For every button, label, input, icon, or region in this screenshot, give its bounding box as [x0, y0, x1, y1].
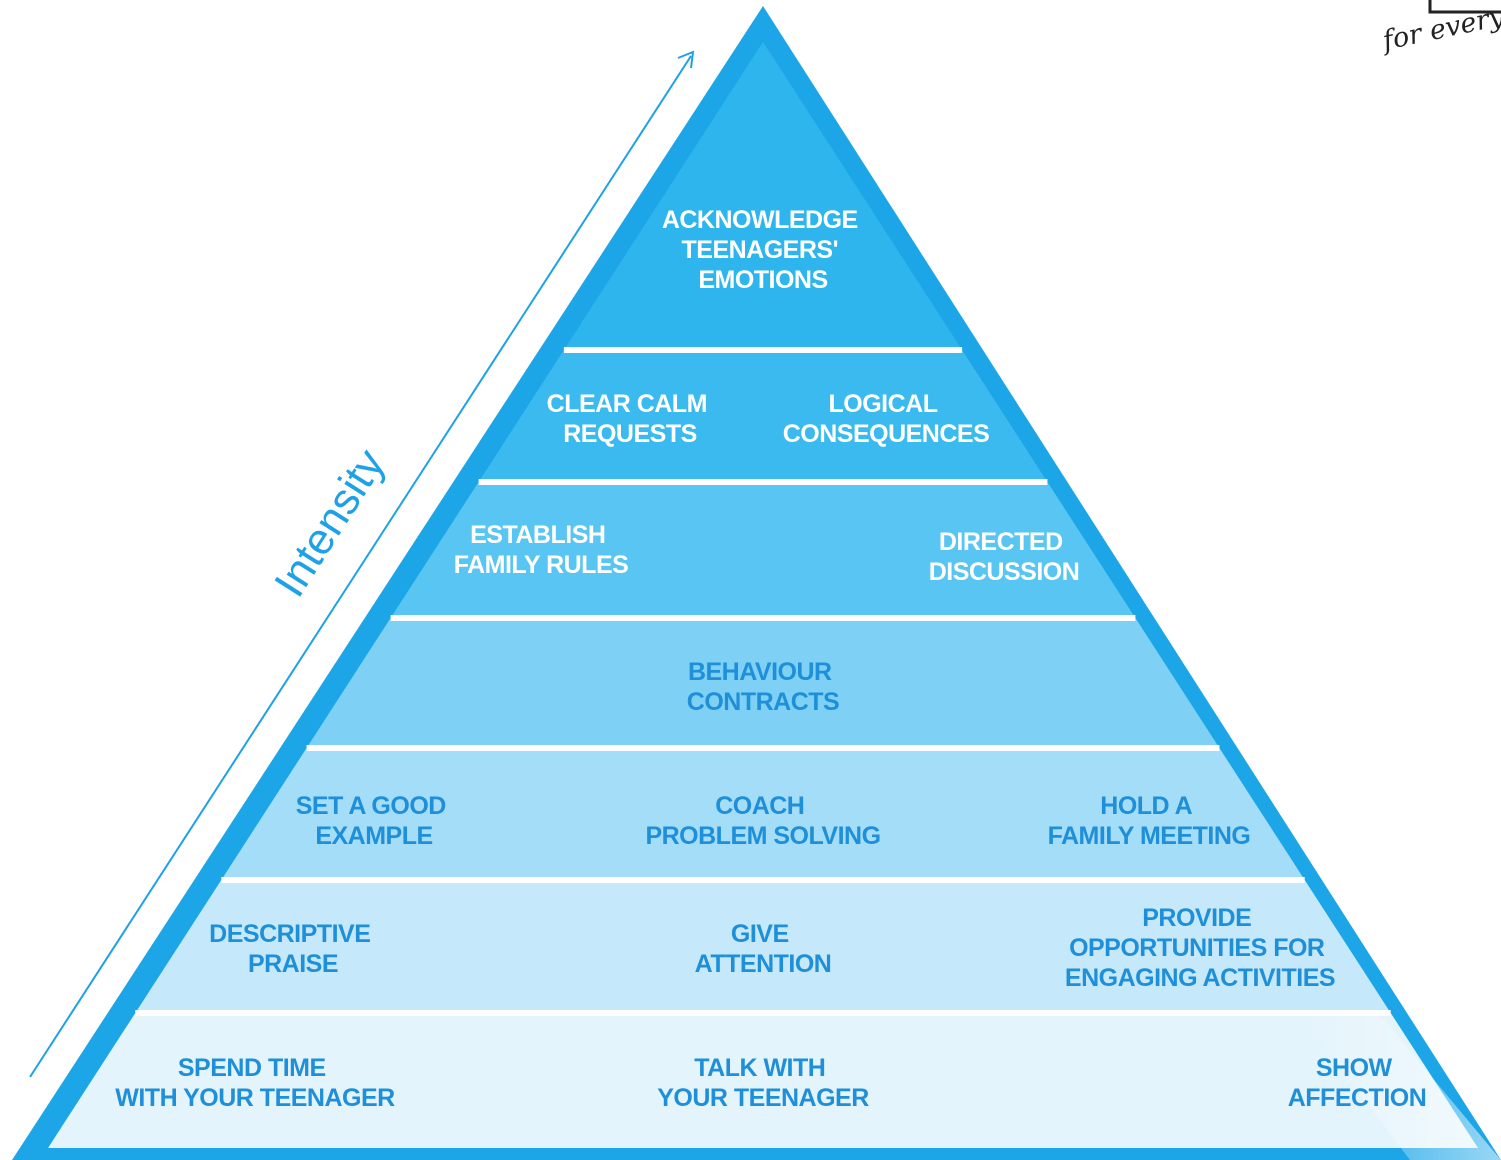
label-spend-time-with-your-teenager: SPEND TIME WITH YOUR TEENAGER — [115, 1054, 395, 1112]
intensity-arrow-head — [677, 50, 695, 69]
label-behaviour-contracts: BEHAVIOUR CONTRACTS — [687, 658, 839, 716]
pyramid-edge-highlight — [1300, 1015, 1501, 1160]
tier-3-band — [390, 482, 1136, 618]
label-coach-problem-solving: COACH PROBLEM SOLVING — [645, 792, 880, 850]
label-provide-opportunities: PROVIDE OPPORTUNITIES FOR ENGAGING ACTIV… — [1065, 904, 1335, 992]
label-clear-calm-requests: CLEAR CALM REQUESTS — [547, 390, 714, 448]
logo-text: for every — [1378, 1, 1501, 57]
tier-4-band — [306, 618, 1220, 748]
label-directed-discussion: DIRECTED DISCUSSION — [929, 528, 1080, 586]
intensity-arrow-line — [29, 55, 692, 1078]
label-hold-a-family-meeting: HOLD A FAMILY MEETING — [1048, 792, 1251, 850]
label-logical-consequences: LOGICAL CONSEQUENCES — [783, 390, 990, 448]
label-talk-with-your-teenager: TALK WITH YOUR TEENAGER — [657, 1054, 869, 1112]
brand-logo: for every — [1378, 0, 1501, 57]
label-show-affection: SHOW AFFECTION — [1288, 1054, 1427, 1112]
tier-1-band — [563, 42, 963, 350]
intensity-axis-label: Intensity — [265, 441, 394, 606]
label-set-a-good-example: SET A GOOD EXAMPLE — [296, 792, 453, 850]
tier-7-band — [48, 1013, 1478, 1148]
label-descriptive-praise: DESCRIPTIVE PRAISE — [209, 920, 377, 978]
logo-frame-shape — [1428, 0, 1501, 14]
label-acknowledge-teenagers-emotions: ACKNOWLEDGE TEENAGERS' EMOTIONS — [662, 206, 864, 294]
tier-6-band — [135, 880, 1391, 1013]
tier-2-band — [478, 350, 1048, 482]
label-give-attention: GIVE ATTENTION — [695, 920, 832, 978]
label-establish-family-rules: ESTABLISH FAMILY RULES — [454, 521, 629, 579]
tier-5-band — [221, 748, 1305, 880]
